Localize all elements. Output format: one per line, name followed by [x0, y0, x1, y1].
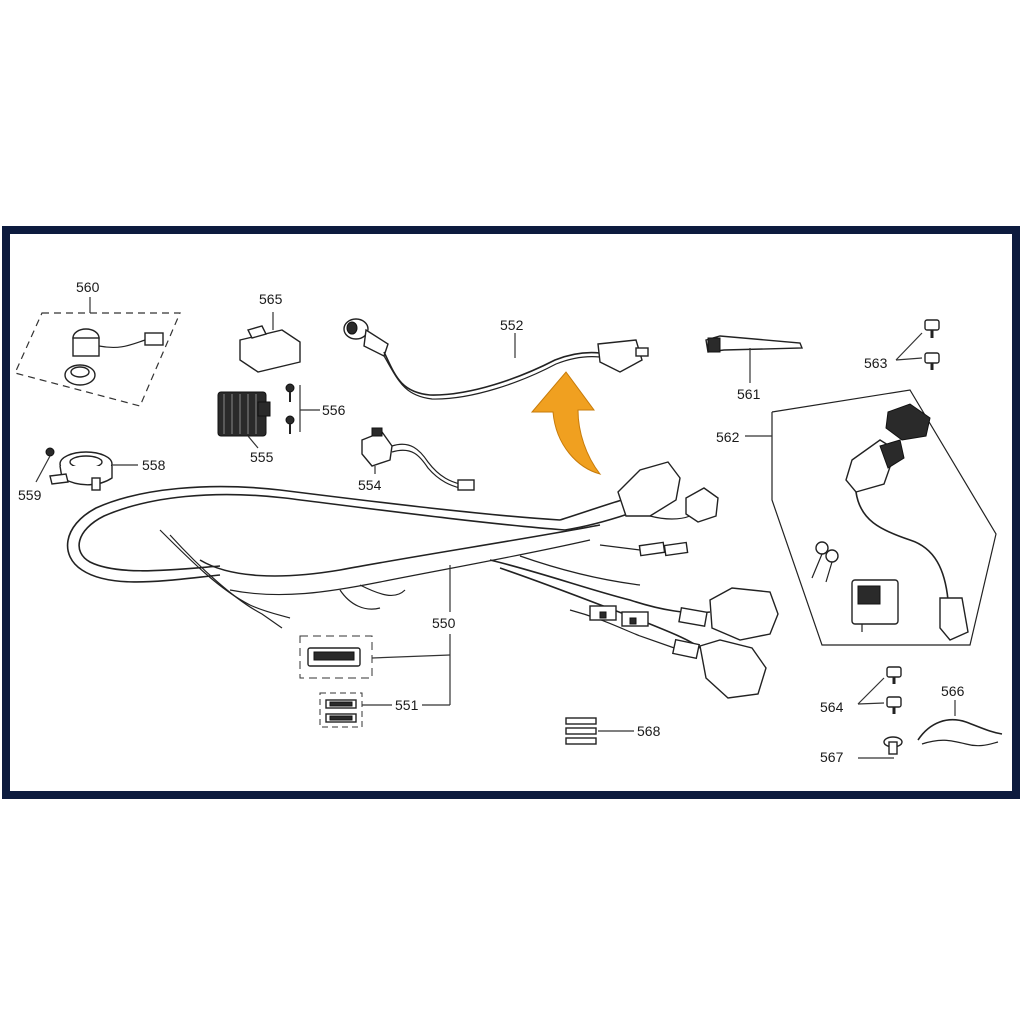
callout-556: 556: [322, 402, 346, 418]
part-566: 566: [917, 683, 1003, 747]
callout-550: 550: [432, 615, 456, 631]
part-556: 556: [285, 383, 346, 434]
part-561: 561: [705, 335, 804, 402]
callout-554: 554: [358, 477, 382, 493]
callout-552: 552: [500, 317, 524, 333]
part-550-harness: 550: [66, 461, 779, 699]
part-560-group: 560: [14, 279, 181, 407]
part-558-horn: 558: [49, 451, 166, 491]
diagram-frame: [2, 226, 1020, 799]
callout-560: 560: [76, 279, 100, 295]
callout-562: 562: [716, 429, 740, 445]
part-552: 552: [343, 317, 649, 400]
part-565: 565: [239, 291, 301, 373]
part-555: 555: [217, 391, 274, 465]
callout-564: 564: [820, 699, 844, 715]
callout-558: 558: [142, 457, 166, 473]
callout-566: 566: [941, 683, 965, 699]
callout-551: 551: [395, 697, 419, 713]
part-564: 564: [820, 666, 902, 715]
callout-561: 561: [737, 386, 761, 402]
part-563: 563: [864, 319, 940, 371]
callout-568: 568: [637, 723, 661, 739]
callout-563: 563: [864, 355, 888, 371]
callout-567: 567: [820, 749, 844, 765]
callout-559: 559: [18, 487, 42, 503]
part-567: 567: [820, 736, 903, 765]
part-562-group: 562: [716, 389, 997, 646]
part-568: 568: [565, 717, 661, 745]
callout-565: 565: [259, 291, 283, 307]
part-554: 554: [358, 427, 475, 493]
callout-555: 555: [250, 449, 274, 465]
part-551-fuses: 551: [319, 655, 451, 728]
orange-curved-arrow-icon: [530, 371, 602, 475]
part-559-screw: 559: [18, 447, 55, 503]
